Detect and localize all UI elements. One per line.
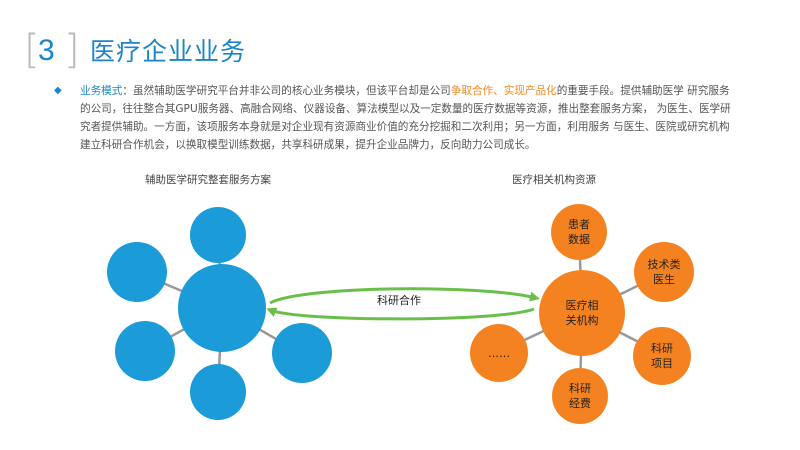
node-label-patient-data: 患者 数据	[568, 218, 590, 246]
blue-node-right	[272, 323, 332, 383]
node-label-medical-institutions: 医疗相 关机构	[565, 299, 599, 327]
orange-node-tech-doctors	[634, 242, 694, 302]
section-number: 3	[38, 34, 55, 67]
right-diagram-title: 医疗相关机构资源	[512, 174, 596, 186]
orange-node-research-funds	[552, 368, 608, 424]
section-header: [ 3 ] 医疗企业业务	[24, 30, 324, 74]
keyword: 业务模式	[80, 85, 123, 97]
orange-node-patient-data	[551, 204, 607, 260]
left-bracket: [	[24, 27, 40, 73]
link-arrow-upper	[269, 287, 540, 305]
paragraph-text-1: ：虽然辅助医学研究平台并非公司的核心业务模块，但该平台却是公司	[122, 85, 451, 97]
node-label-tech-doctors: 技术类 医生	[647, 258, 681, 286]
highlight-text: 争取合作、实现产品化	[450, 85, 557, 97]
orange-node-research-projects	[633, 327, 691, 385]
node-label-more: ……	[488, 347, 510, 360]
link-arrow-lower	[266, 307, 535, 321]
blue-node-left-lower	[115, 321, 175, 381]
node-label-research-funds: 科研 经费	[569, 382, 591, 410]
right-nodes	[470, 204, 694, 424]
blue-node-bottom	[190, 364, 246, 420]
blue-node-left-upper	[107, 242, 167, 302]
right-bracket: ]	[64, 27, 80, 73]
business-model-paragraph: 业务模式：虽然辅助医学研究平台并非公司的核心业务模块，但该平台却是公司争取合作、…	[80, 82, 740, 154]
blue-hub	[178, 264, 266, 352]
diamond-bullet-icon: ◆	[54, 85, 62, 96]
paragraph-text-2: 的重要手段。提供辅助医学 研究服务的公司，往往整合其GPU服务器、高融合网络、仪…	[80, 85, 731, 151]
cooperation-link	[266, 287, 540, 321]
orange-node-more	[470, 324, 528, 382]
orange-hub	[539, 270, 625, 356]
page-title: 医疗企业业务	[90, 37, 247, 66]
left-nodes	[107, 207, 332, 420]
node-label-research-projects: 科研 项目	[651, 342, 673, 370]
link-label: 科研合作	[377, 294, 421, 307]
left-diagram-title: 辅助医学研究整套服务方案	[145, 174, 271, 186]
blue-node-top	[190, 207, 246, 263]
